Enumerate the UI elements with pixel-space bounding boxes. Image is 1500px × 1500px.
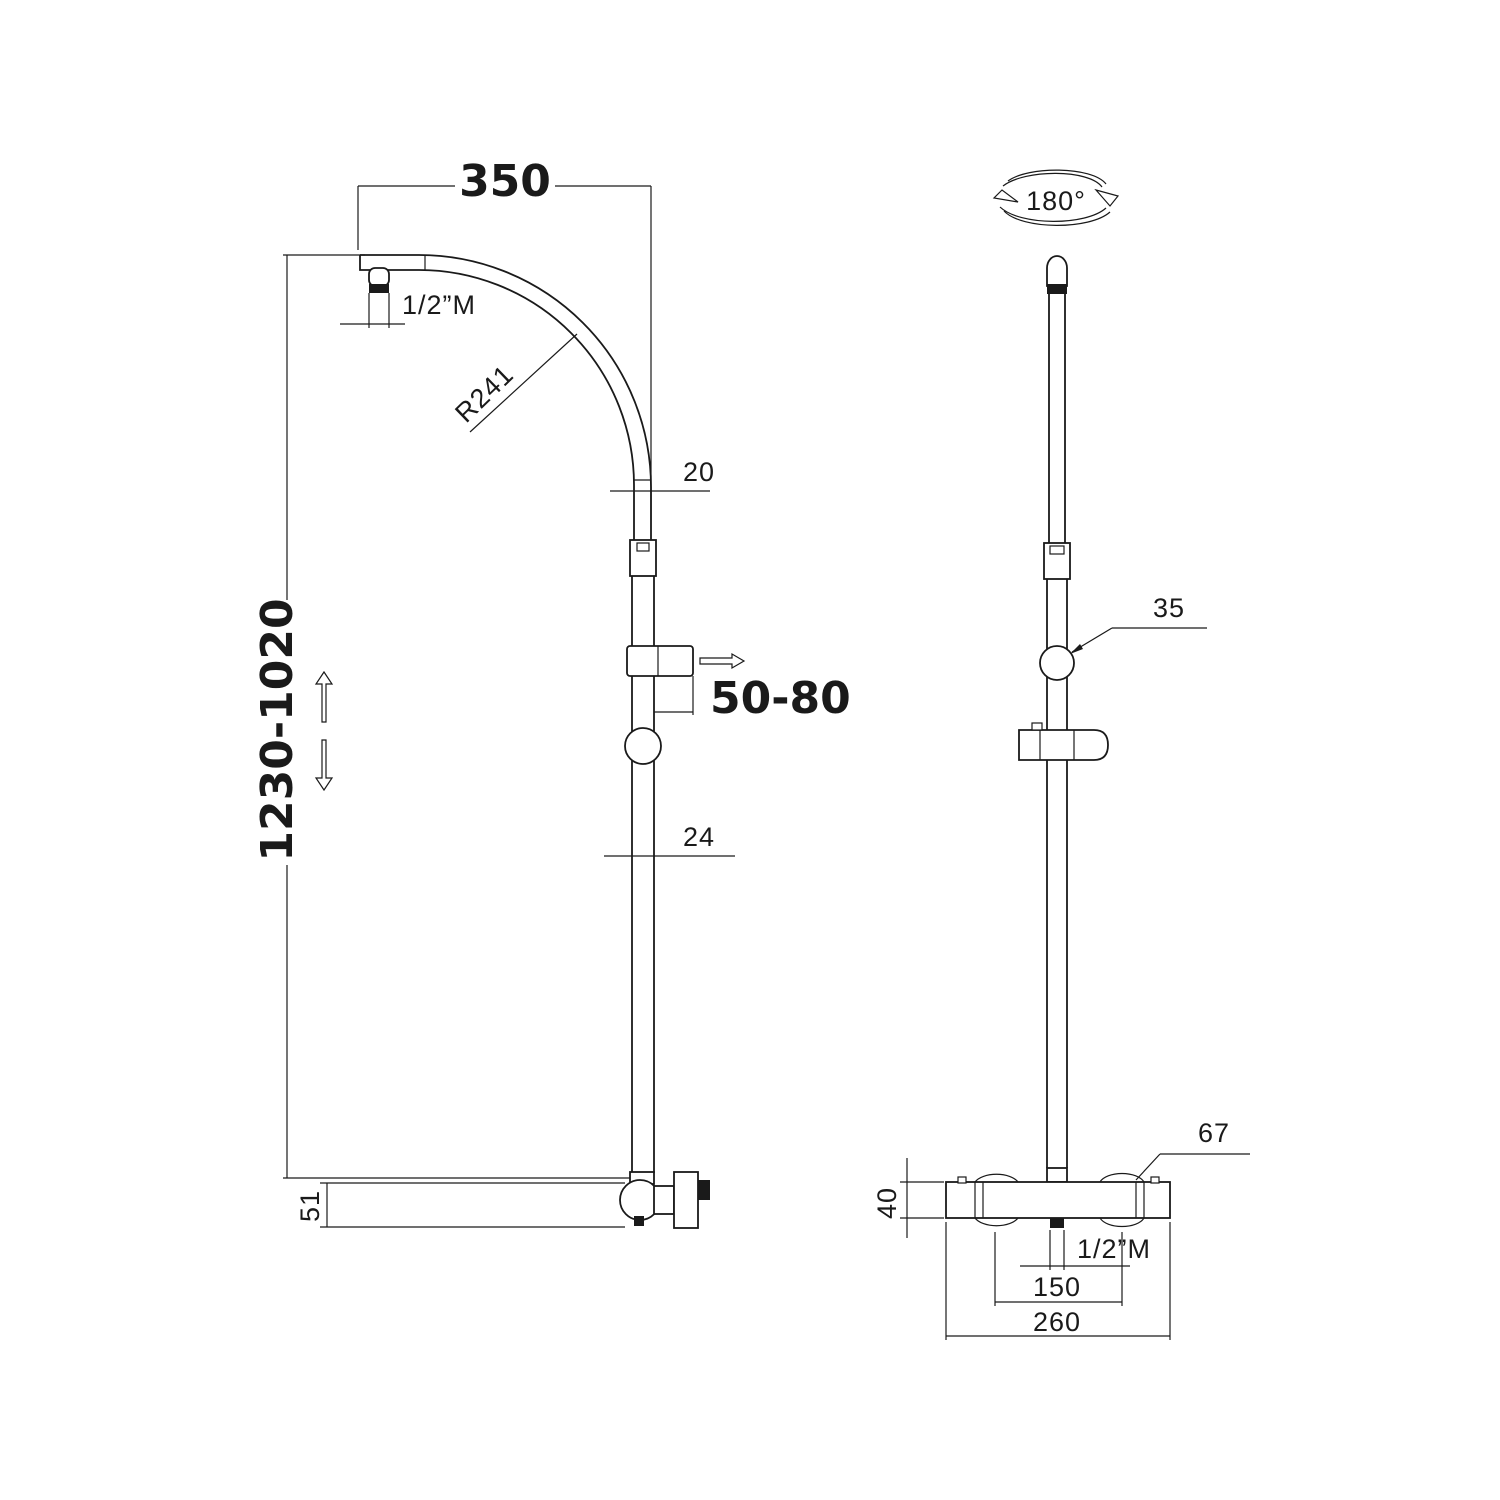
front-view: 180° 35	[872, 169, 1250, 1340]
knob-label: 67	[1198, 1118, 1230, 1148]
height-label: 1230-1020	[252, 598, 303, 861]
dim-width-350: 350	[357, 156, 652, 520]
rotation-icon: 180°	[992, 169, 1120, 226]
body-height-label: 40	[872, 1187, 902, 1219]
width-label: 350	[459, 156, 551, 207]
radius-label: R241	[449, 359, 519, 428]
outlet-label: 1/2”M	[402, 290, 476, 320]
dim-ball: 35	[1070, 593, 1207, 654]
front-upper-pipe	[1048, 294, 1066, 543]
slide-offset-label: 50-80	[710, 673, 851, 724]
dim-centers: 150	[994, 1232, 1123, 1306]
dim-outlet: 1/2”M	[340, 290, 476, 328]
telescopic-sleeve	[629, 539, 657, 577]
dim-total: 260	[945, 1222, 1171, 1340]
inlet-label: 1/2”M	[1077, 1234, 1151, 1264]
dim-bottom: 51	[295, 1182, 625, 1228]
slide-arrow-icon	[699, 652, 746, 670]
rotation-label: 180°	[1026, 186, 1086, 216]
front-sleeve	[1043, 542, 1071, 580]
valve-side	[619, 1171, 710, 1229]
adjust-down-arrow-icon	[314, 739, 334, 792]
ball-joint	[624, 727, 662, 765]
adjust-up-arrow-icon	[314, 670, 334, 723]
dim-upper-pipe: 20	[610, 457, 715, 492]
upper-pipe-label: 20	[683, 457, 715, 487]
bottom-label: 51	[295, 1190, 325, 1222]
dim-lower-pipe: 24	[604, 822, 735, 857]
dim-height: 1230-1020	[252, 254, 632, 1179]
dim-slide-offset: 50-80	[654, 673, 851, 724]
front-ball-joint	[1039, 645, 1075, 681]
total-label: 260	[1033, 1307, 1081, 1337]
dim-radius: R241	[449, 333, 578, 433]
slide-bracket	[626, 645, 694, 677]
side-view: 350 1230-1020	[252, 156, 851, 1229]
dim-inlet: 1/2”M	[1020, 1230, 1151, 1270]
centers-label: 150	[1033, 1272, 1081, 1302]
outlet-nozzle	[368, 267, 390, 293]
front-top-cap	[1046, 255, 1068, 294]
dim-body-height: 40	[872, 1158, 944, 1238]
overhead-arm	[359, 254, 652, 540]
ball-label: 35	[1153, 593, 1185, 623]
dim-knob: 67	[1135, 1118, 1250, 1181]
lower-pipe-label: 24	[683, 822, 715, 852]
front-slide-bracket	[1018, 722, 1109, 761]
thermostat-valve-front	[945, 1167, 1171, 1228]
